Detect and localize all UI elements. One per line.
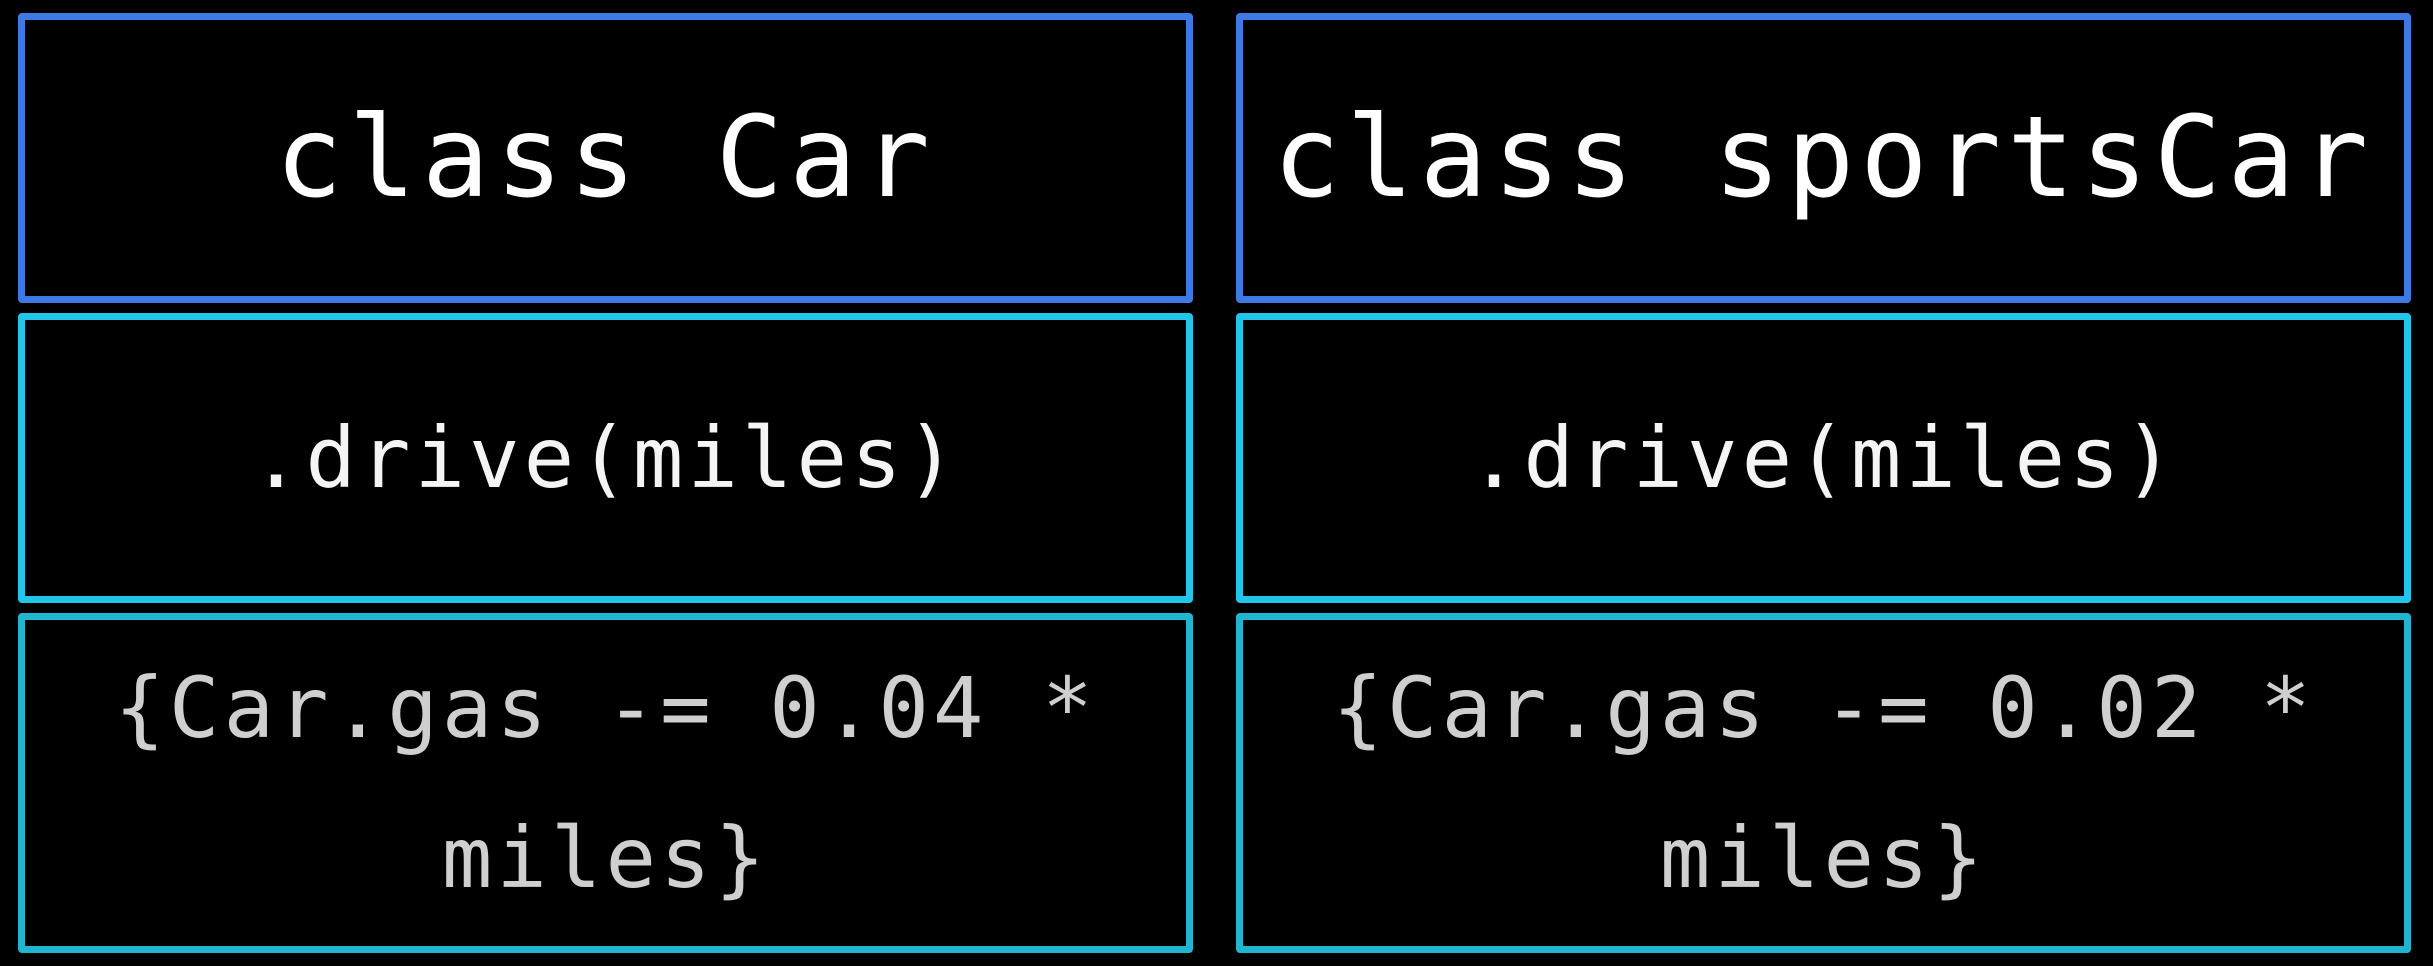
method-body-box-car: {Car.gas -= 0.04 * miles} bbox=[18, 613, 1193, 953]
method-body-line-1-sportscar: {Car.gas -= 0.02 * bbox=[1332, 659, 2315, 757]
method-box-sportscar: .drive(miles) bbox=[1236, 313, 2411, 603]
class-name-sportscar: class sportsCar bbox=[1272, 93, 2375, 223]
method-signature-car: .drive(miles) bbox=[250, 409, 961, 507]
method-signature-sportscar: .drive(miles) bbox=[1468, 409, 2179, 507]
class-name-car: class Car bbox=[275, 93, 936, 223]
class-name-box-car: class Car bbox=[18, 13, 1193, 303]
method-body-sportscar: {Car.gas -= 0.02 * miles} bbox=[1332, 633, 2314, 933]
method-body-box-sportscar: {Car.gas -= 0.02 * miles} bbox=[1236, 613, 2411, 953]
method-body-car: {Car.gas -= 0.04 * miles} bbox=[114, 633, 1096, 933]
class-name-box-sportscar: class sportsCar bbox=[1236, 13, 2411, 303]
method-body-line-2-car: miles} bbox=[441, 809, 770, 907]
method-body-line-1-car: {Car.gas -= 0.04 * bbox=[114, 659, 1097, 757]
method-box-car: .drive(miles) bbox=[18, 313, 1193, 603]
method-body-line-2-sportscar: miles} bbox=[1659, 809, 1988, 907]
